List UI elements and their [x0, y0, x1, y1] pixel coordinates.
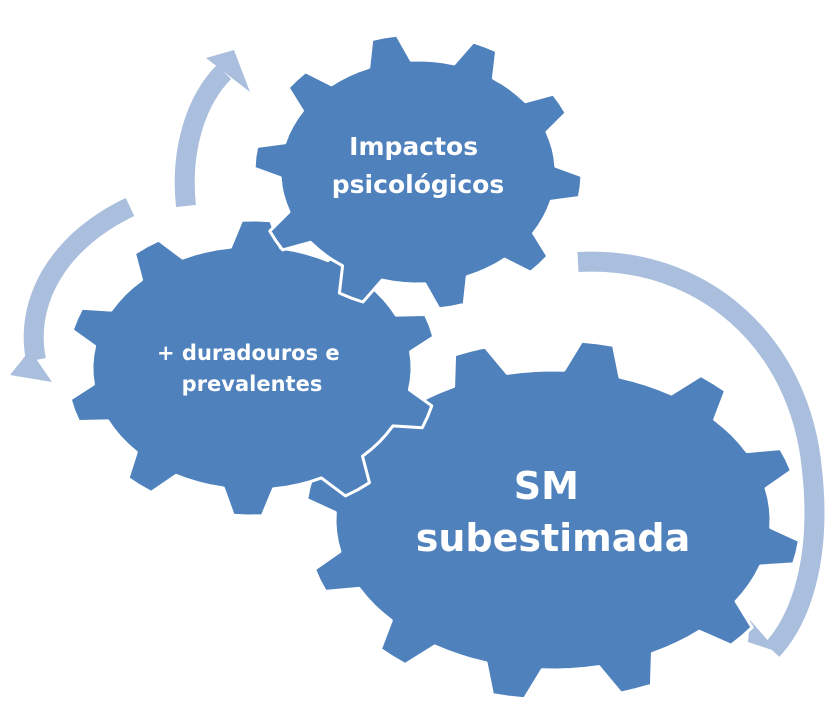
labels-layer: Impactos psicológicos + duradouros e pre… — [157, 132, 690, 560]
gear-top — [252, 33, 584, 311]
arrow-left-to-top-shaft — [174, 64, 232, 208]
arrow-top-to-left-shaft — [23, 197, 135, 362]
gear-bottom — [305, 339, 801, 701]
gear-top-label-line-1: Impactos — [349, 132, 478, 161]
gear-top-label-line-2: psicológicos — [332, 170, 504, 199]
gear-bottom-label: SM subestimada — [416, 464, 691, 560]
gear-bottom-label-line-1: SM — [514, 464, 579, 508]
arrow-left-to-top-head-icon — [206, 50, 250, 92]
gear-left-label-line-2: prevalentes — [182, 372, 323, 396]
arrow-top-to-bottom-head-icon — [748, 620, 778, 652]
gear-top-label: Impactos psicológicos — [332, 132, 504, 199]
gear-left-label-line-1: + duradouros e — [157, 341, 340, 365]
gear-left-label: + duradouros e prevalentes — [157, 341, 347, 396]
arrow-top-to-bottom-shaft — [577, 251, 825, 657]
gears-layer — [68, 33, 801, 701]
arrows-layer — [10, 50, 825, 657]
arrow-top-to-left-head-icon — [10, 350, 52, 382]
gear-bottom-label-line-2: subestimada — [416, 516, 691, 560]
